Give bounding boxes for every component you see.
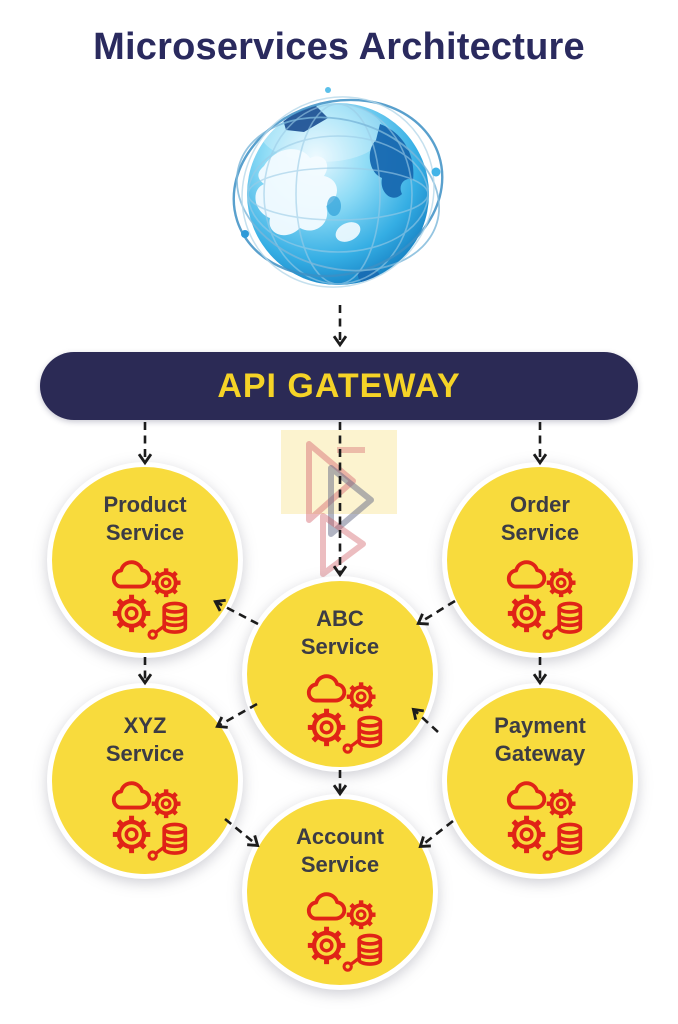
- service-label: Payment: [494, 713, 586, 738]
- cloud-gears-database-icon: [97, 773, 193, 869]
- service-node-abc: ABC Service: [242, 576, 438, 772]
- service-node-payment: Payment Gateway: [442, 683, 638, 879]
- service-label: Order: [510, 492, 570, 517]
- service-label: Service: [500, 519, 580, 545]
- service-label: Service: [300, 633, 380, 659]
- cloud-gears-database-icon: [492, 552, 588, 648]
- api-gateway-label: API GATEWAY: [217, 366, 461, 405]
- page-title: Microservices Architecture: [93, 26, 585, 68]
- triangle-logo-watermark-icon: [279, 428, 399, 580]
- service-node-product: Product Service: [47, 462, 243, 658]
- service-node-account: Account Service: [242, 794, 438, 990]
- service-label: Gateway: [494, 740, 586, 766]
- cloud-gears-database-icon: [97, 552, 193, 648]
- service-label: Service: [300, 851, 380, 877]
- service-label: ABC: [316, 606, 364, 631]
- service-node-xyz: XYZ Service: [47, 683, 243, 879]
- globe-icon: [230, 82, 450, 308]
- cloud-gears-database-icon: [492, 773, 588, 869]
- service-label: XYZ: [123, 713, 167, 738]
- service-node-order: Order Service: [442, 462, 638, 658]
- api-gateway-node: API GATEWAY: [40, 352, 638, 420]
- service-label: Product: [103, 492, 187, 517]
- service-label: Service: [105, 740, 185, 766]
- cloud-gears-database-icon: [292, 884, 388, 980]
- service-label: Service: [105, 519, 185, 545]
- service-label: Account: [296, 824, 384, 849]
- cloud-gears-database-icon: [292, 666, 388, 762]
